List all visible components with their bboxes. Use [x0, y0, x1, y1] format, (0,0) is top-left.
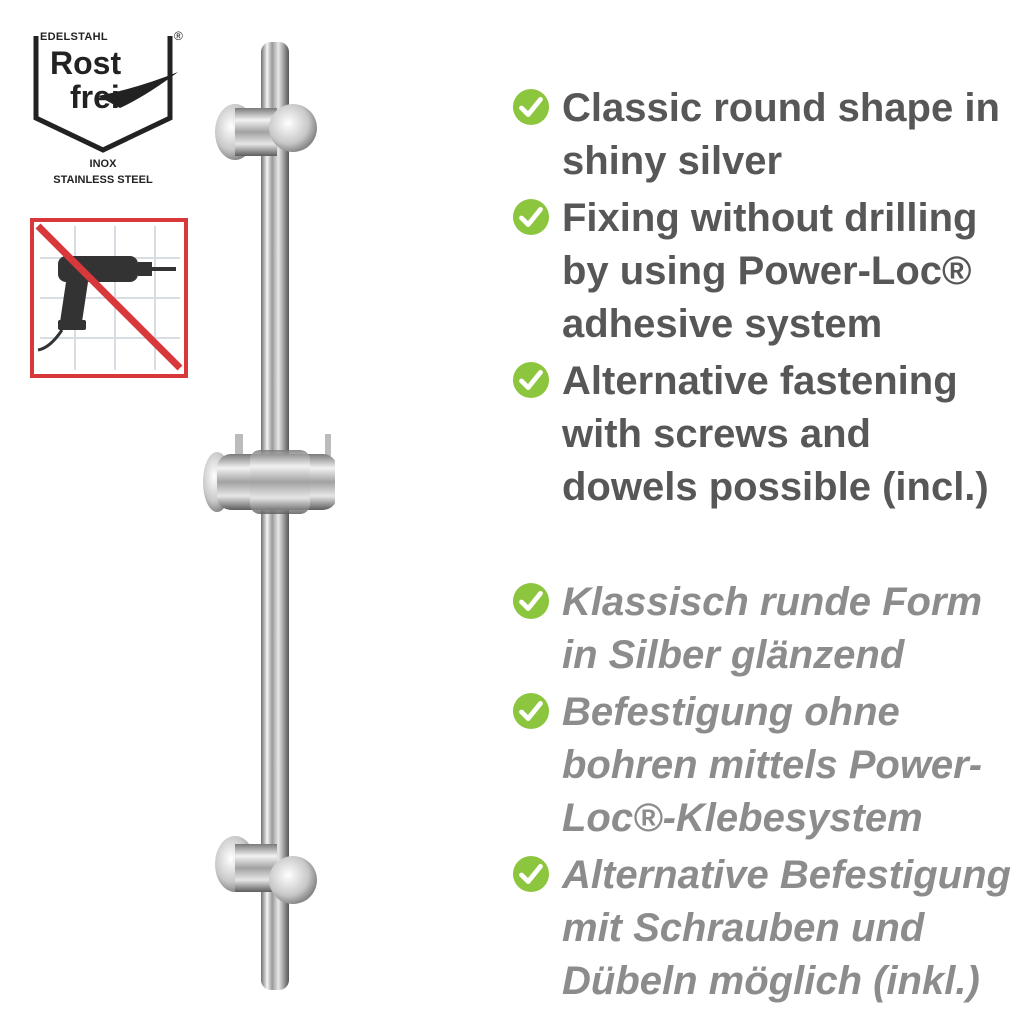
- shower-rail-image: [195, 38, 337, 993]
- feature-text: Classic round shape in shiny silver: [562, 86, 1000, 183]
- feature-text: Alternative Befestigung mit Schrauben un…: [562, 853, 1011, 1003]
- feature-text: Alternative fastening with screws and do…: [562, 359, 989, 509]
- badge-rost: Rost: [50, 45, 122, 81]
- feature-text: Fixing without drilling by using Power-L…: [562, 196, 978, 346]
- check-circle-icon: [512, 855, 550, 893]
- feature-text: Klassisch runde Form in Silber glänzend: [562, 580, 983, 677]
- badge-inox: INOX: [89, 158, 117, 170]
- feature-item: Klassisch runde Form in Silber glänzend: [512, 576, 1012, 682]
- badge-stainless-steel: STAINLESS STEEL: [53, 174, 153, 186]
- rostfrei-badge: EDELSTAHL ® Rost frei INOX STAINLESS STE…: [28, 28, 188, 193]
- badge-edelstahl: EDELSTAHL: [40, 31, 108, 43]
- check-circle-icon: [512, 88, 550, 126]
- shield-icon: [33, 36, 178, 153]
- check-circle-icon: [512, 692, 550, 730]
- check-circle-icon: [512, 582, 550, 620]
- check-circle-icon: [512, 361, 550, 399]
- feature-item: Alternative fastening with screws and do…: [512, 355, 1012, 514]
- check-circle-icon: [512, 198, 550, 236]
- badge-frei: frei: [70, 79, 120, 115]
- no-drill-icon: [30, 218, 188, 378]
- feature-item: Fixing without drilling by using Power-L…: [512, 192, 1012, 351]
- feature-list-en: Classic round shape in shiny silver Fixi…: [512, 82, 1012, 518]
- feature-text: Befestigung ohne bohren mittels Power-Lo…: [562, 690, 983, 840]
- badge-registered: ®: [174, 29, 183, 43]
- feature-item: Classic round shape in shiny silver: [512, 82, 1012, 188]
- feature-item: Befestigung ohne bohren mittels Power-Lo…: [512, 686, 1012, 845]
- feature-item: Alternative Befestigung mit Schrauben un…: [512, 849, 1012, 1008]
- feature-list-de: Klassisch runde Form in Silber glänzend …: [512, 576, 1012, 1012]
